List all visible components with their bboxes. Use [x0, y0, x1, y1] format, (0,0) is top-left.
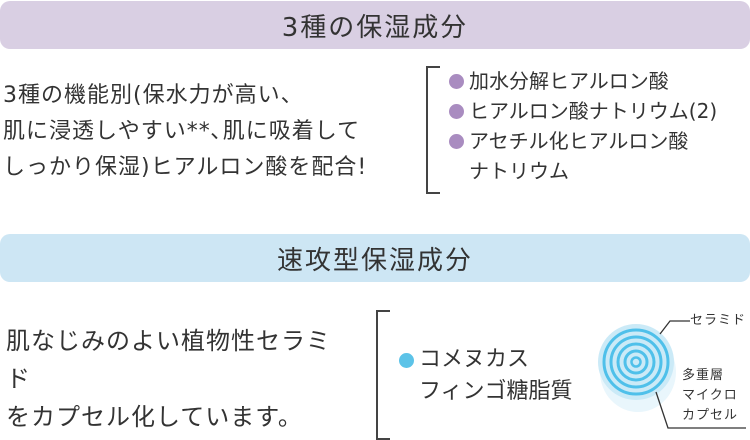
section1-title: 3種の保湿成分	[281, 12, 469, 43]
section1-description-line: 3種の機能別(保水力が高い、	[3, 83, 304, 108]
section2-bracket	[376, 310, 390, 440]
ingredient-label: 加水分解ヒアルロン酸	[469, 69, 669, 93]
ingredient-label: ヒアルロン酸ナトリウム(2)	[469, 99, 718, 123]
section2-ingredient-list: コメヌカス フィンゴ糖脂質	[399, 344, 609, 408]
list-item-continuation: フィンゴ糖脂質	[399, 376, 609, 408]
bullet-dot-icon	[449, 134, 464, 149]
list-item: 加水分解ヒアルロン酸	[449, 66, 749, 96]
capsule-label: 多重層 マイクロ カプセル	[682, 366, 738, 426]
section1-ingredient-list: 加水分解ヒアルロン酸 ヒアルロン酸ナトリウム(2) アセチル化ヒアルロン酸 ナト…	[449, 66, 749, 186]
section2-description-line: をカプセル化しています。	[6, 403, 303, 431]
capsule-label-line: 多重層	[682, 368, 725, 383]
list-item-continuation: ナトリウム	[449, 156, 749, 186]
capsule-label-line: カプセル	[682, 408, 739, 423]
section2-title-banner: 速攻型保湿成分	[0, 234, 750, 282]
ingredient-label-continuation: フィンゴ糖脂質	[419, 379, 573, 404]
section1-description-line: 肌に浸透しやすい**､肌に吸着して	[3, 119, 361, 144]
section1-bracket	[426, 66, 440, 194]
list-item: アセチル化ヒアルロン酸	[449, 126, 749, 156]
ingredient-label-continuation: ナトリウム	[469, 159, 569, 183]
ingredient-label: コメヌカス	[419, 347, 530, 372]
section2-description: 肌なじみのよい植物性セラミド をカプセル化しています。	[6, 322, 346, 436]
section2-description-line: 肌なじみのよい植物性セラミド	[6, 327, 331, 393]
ingredient-label: アセチル化ヒアルロン酸	[469, 129, 689, 153]
capsule-label-line: マイクロ	[682, 388, 738, 403]
section1-title-banner: 3種の保湿成分	[0, 1, 750, 49]
microcapsule-diagram-icon	[598, 320, 746, 429]
capsule-rings	[598, 324, 676, 412]
list-item: コメヌカス	[399, 344, 609, 376]
bullet-dot-icon	[449, 104, 464, 119]
section1-description-line: しっかり保湿)ヒアルロン酸を配合!	[3, 155, 368, 180]
capsule-ring-outer	[598, 324, 674, 400]
capsule-leader-line	[655, 391, 746, 429]
ceramide-label: セラミド	[690, 313, 747, 328]
section2-title: 速攻型保湿成分	[276, 245, 473, 276]
list-item: ヒアルロン酸ナトリウム(2)	[449, 96, 749, 126]
section1-description: 3種の機能別(保水力が高い、 肌に浸透しやすい**､肌に吸着して しっかり保湿)…	[3, 78, 423, 186]
bullet-dot-icon	[399, 353, 414, 368]
bullet-dot-icon	[449, 74, 464, 89]
ceramide-leader-line	[659, 320, 690, 335]
